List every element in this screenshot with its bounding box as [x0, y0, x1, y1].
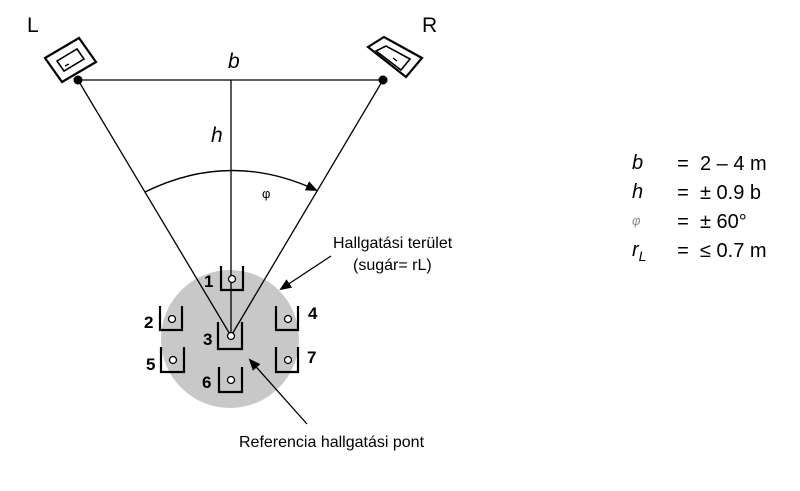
- legend-row-b: b = 2 – 4 m: [632, 150, 767, 179]
- legend-value: 2 – 4 m: [700, 153, 767, 175]
- right-speaker-label: R: [422, 14, 437, 37]
- seat-4: [274, 306, 300, 332]
- seat-5: [159, 347, 186, 374]
- angle-arc: [144, 169, 318, 193]
- parameter-legend: b = 2 – 4 m h = ± 0.9 b φ = ± 60° rL = ≤…: [632, 150, 767, 266]
- legend-equals: =: [677, 182, 689, 204]
- seat-number-1: 1: [204, 272, 213, 291]
- seat-number-6: 6: [202, 373, 211, 392]
- listening-area-label-line1: Hallgatási terület: [333, 235, 453, 252]
- seat-1: [219, 266, 245, 292]
- left-speaker-icon: [43, 36, 98, 84]
- legend-value: ≤ 0.7 m: [700, 240, 767, 262]
- right-speaker-line: [230, 79, 384, 337]
- right-speaker-point: [378, 75, 388, 85]
- left-speaker-point: [73, 75, 83, 85]
- legend-equals: =: [677, 211, 689, 233]
- legend-symbol: φ: [632, 212, 641, 228]
- legend-symbol: rL: [632, 239, 647, 264]
- legend-row-rl: rL = ≤ 0.7 m: [632, 237, 767, 266]
- angle-label-phi: φ: [262, 186, 270, 201]
- reference-point-arrow: [248, 358, 308, 425]
- seat-number-2: 2: [144, 313, 153, 332]
- legend-equals: =: [677, 240, 689, 262]
- seat-number-5: 5: [146, 355, 155, 374]
- seat-3: [216, 322, 244, 351]
- seat-7: [274, 347, 300, 374]
- legend-value: ± 60°: [700, 211, 747, 233]
- left-speaker-label: L: [27, 14, 39, 37]
- seat-number-4: 4: [308, 304, 318, 323]
- legend-value: ± 0.9 b: [700, 182, 762, 204]
- right-speaker-icon: [366, 35, 424, 79]
- legend-row-h: h = ± 0.9 b: [632, 179, 767, 208]
- height-label-h: h: [211, 124, 223, 147]
- seat-2: [158, 306, 184, 332]
- seat-6: [217, 367, 244, 394]
- listening-area-label-line2: (sugár= rL): [353, 257, 432, 274]
- legend-symbol: b: [632, 152, 644, 174]
- base-label-b: b: [228, 50, 240, 73]
- left-speaker-line: [77, 79, 232, 337]
- legend-symbol: h: [632, 181, 644, 203]
- legend-row-phi: φ = ± 60°: [632, 208, 767, 237]
- seat-number-7: 7: [307, 348, 316, 367]
- reference-point-label: Referencia hallgatási pont: [239, 434, 425, 451]
- listening-area-arrow: [279, 255, 332, 291]
- legend-equals: =: [677, 153, 689, 175]
- seat-number-3: 3: [203, 330, 212, 349]
